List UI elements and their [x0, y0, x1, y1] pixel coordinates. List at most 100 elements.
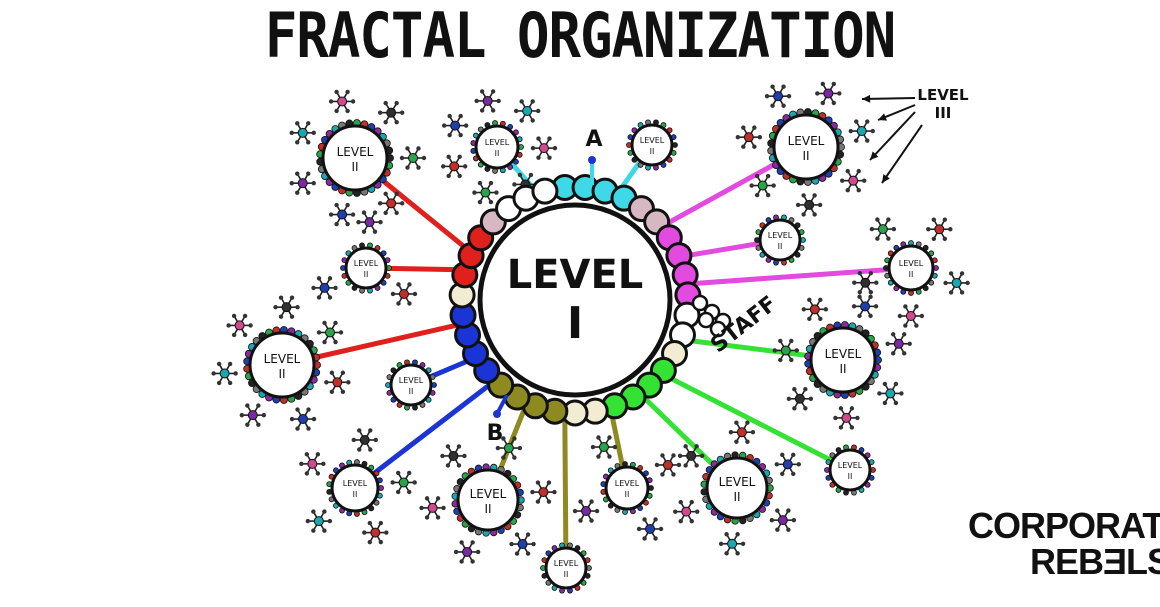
level-ii-label: LEVEL — [615, 479, 640, 488]
level-iii-unit — [377, 100, 405, 125]
level-iii-unit — [289, 121, 316, 145]
level-iii-unit — [572, 499, 600, 523]
level-iii-unit — [851, 294, 879, 319]
level-iii-unit — [636, 517, 664, 541]
level-iii-cluster — [735, 81, 875, 217]
level-iii-unit — [441, 113, 469, 138]
level-iii-unit — [362, 520, 389, 545]
level-iii-unit — [654, 453, 682, 477]
level-iii-unit — [390, 470, 417, 495]
level-iii-unit — [795, 193, 823, 217]
level-ii-number: II — [625, 490, 630, 499]
level-i-label: LEVEL — [507, 252, 644, 298]
level-ii-label: LEVEL — [554, 559, 579, 568]
level-ii-label: LEVEL — [264, 352, 301, 366]
level-iii-cluster — [772, 294, 912, 430]
level-ii-number: II — [564, 570, 569, 579]
level-iii-cluster — [299, 428, 417, 545]
level-iii-unit — [786, 387, 814, 411]
a-marker-dot — [588, 156, 596, 164]
level-iii-label: LEVEL — [917, 86, 969, 104]
level-iii-unit — [815, 81, 842, 106]
level-i-bead — [531, 177, 559, 205]
level-iii-unit — [211, 361, 238, 386]
level-iii-unit — [324, 370, 351, 394]
level-iii-unit — [328, 202, 356, 227]
level-iii-unit — [772, 338, 799, 363]
arrow-head — [882, 174, 890, 183]
level-i-number: I — [567, 298, 583, 349]
level-iii-unit — [311, 276, 338, 300]
level-iii-unit — [735, 125, 763, 149]
level-iii-unit — [749, 173, 776, 198]
level-iii-unit — [769, 508, 797, 532]
level-iii-unit — [530, 480, 557, 504]
level-iii-cluster — [673, 420, 801, 556]
level-iii-unit — [513, 99, 541, 123]
level-iii-unit — [509, 532, 536, 556]
level-iii-unit — [316, 320, 344, 345]
level-i-circle — [477, 202, 673, 398]
level-iii-unit — [472, 180, 499, 205]
level-iii-unit — [273, 295, 300, 319]
level-iii-cluster — [852, 217, 970, 328]
label-a: A — [585, 127, 602, 152]
level-iii-cluster — [572, 435, 682, 541]
level-ii-number: II — [650, 147, 655, 156]
level-iii-unit — [328, 89, 356, 114]
level-ii-label: LEVEL — [337, 145, 374, 159]
level-ii-label: LEVEL — [470, 487, 507, 501]
level-ii-node: LEVEL II — [600, 461, 654, 515]
arrow-head — [870, 151, 879, 160]
level-iii-unit — [677, 444, 705, 468]
level-iii-unit — [390, 282, 418, 306]
level-ii-number: II — [839, 362, 846, 376]
level-iii-unit — [299, 452, 326, 476]
level-iii-unit — [774, 452, 801, 477]
level-ii-number: II — [778, 242, 783, 251]
level-iii-unit — [869, 217, 897, 241]
level-ii-number: II — [848, 472, 853, 481]
b-marker-dot — [493, 410, 501, 418]
level-iii-unit — [943, 271, 970, 295]
staff-bead — [697, 311, 715, 329]
level-iii-unit — [305, 509, 333, 533]
level-iii-unit — [453, 540, 481, 564]
level-iii-cluster — [211, 295, 351, 431]
brand-line-1: CORPORATE — [968, 505, 1160, 546]
level-iii-clusters — [211, 81, 970, 564]
level-iii-unit — [833, 406, 860, 430]
brand-line-2: REBƎLS — [1030, 541, 1160, 582]
level-iii-unit — [440, 154, 468, 179]
level-ii-label: LEVEL — [768, 231, 793, 240]
level-iii-unit — [351, 428, 378, 452]
level-ii-label: LEVEL — [399, 376, 424, 385]
level-iii-unit — [419, 496, 446, 520]
level-iii-cluster — [289, 89, 427, 227]
level-ii-node: LEVEL II — [754, 214, 806, 266]
level-ii-label: LEVEL — [719, 475, 756, 489]
level-iii-unit — [377, 191, 405, 216]
level-iii-unit — [530, 136, 558, 160]
label-b: B — [487, 421, 504, 446]
level-ii-number: II — [484, 502, 491, 516]
level-ii-label: LEVEL — [899, 259, 924, 268]
level-iii-unit — [590, 435, 618, 459]
level-ii-number: II — [353, 490, 358, 499]
